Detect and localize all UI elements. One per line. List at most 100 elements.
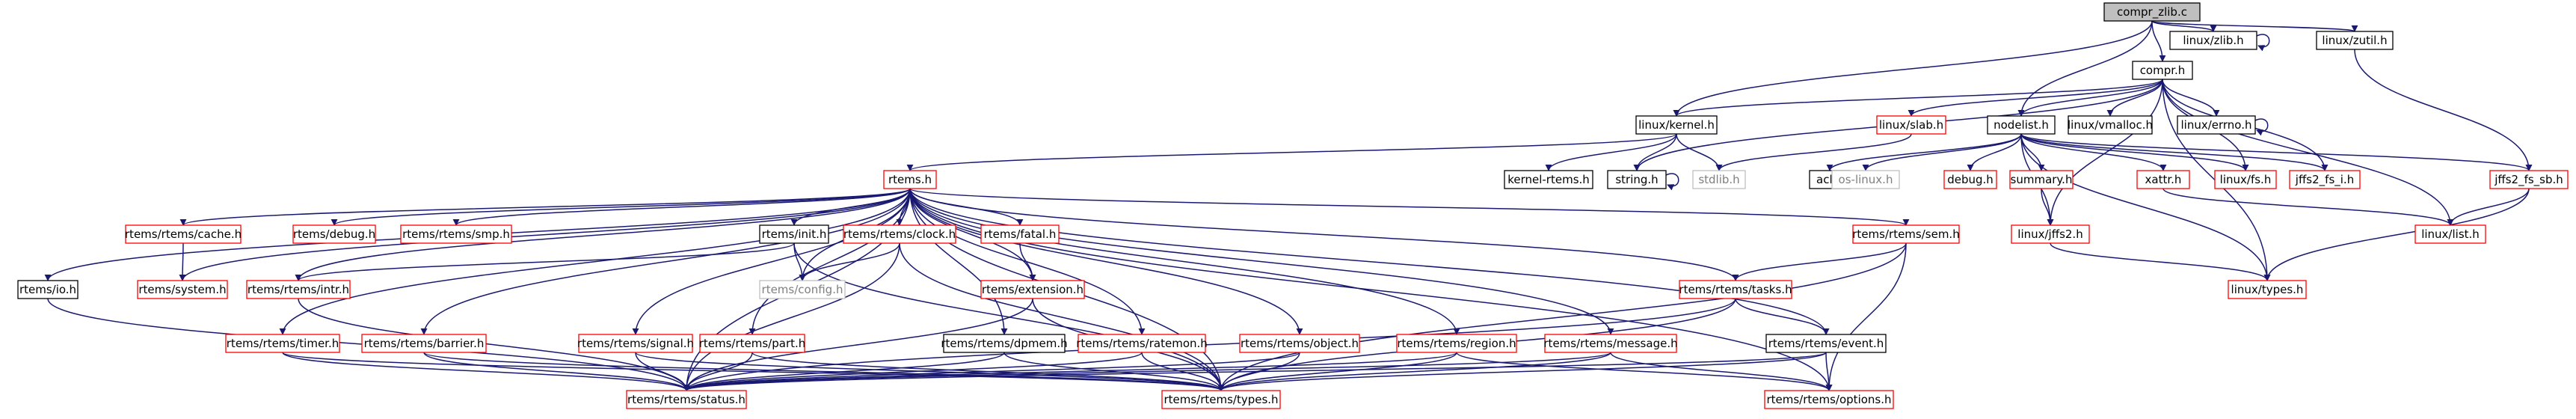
node-label: rtems/rtems/ratemon.h (1076, 337, 1208, 350)
node-rtems-rtems-clock-h[interactable]: rtems/rtems/clock.h (843, 224, 956, 244)
node-label: linux/fs.h (2220, 173, 2272, 186)
edge-linux_slab_h-to-stdlib_h (1715, 133, 1912, 171)
edge-line (1665, 173, 1679, 191)
node-nodelist-h[interactable]: nodelist.h (1987, 115, 2056, 135)
node-rtems-fatal-h[interactable]: rtems/fatal.h (980, 224, 1060, 244)
edge-line (909, 188, 1303, 335)
node-box (626, 390, 747, 409)
node-label: rtems/rtems/part.h (699, 337, 806, 350)
node-linux-fs-h[interactable]: linux/fs.h (2214, 170, 2277, 189)
edge-compr_zlib_c-to-linux_kernel_h (1673, 20, 2153, 117)
node-linux-list-h[interactable]: linux/list.h (2414, 224, 2486, 244)
node-rtems-rtems-options-h[interactable]: rtems/rtems/options.h (1764, 390, 1894, 409)
node-compr-h[interactable]: compr.h (2132, 61, 2193, 80)
node-summary-h[interactable]: summary.h (2009, 170, 2074, 189)
node-label: debug.h (1947, 173, 1994, 186)
edge-compr_h-to-linux_list_h (2162, 79, 2454, 226)
node-rtems-system-h[interactable]: rtems/system.h (137, 280, 228, 299)
node-box (2068, 115, 2153, 135)
node-linux-zutil-h[interactable]: linux/zutil.h (2316, 31, 2394, 50)
node-linux-jffs2-h[interactable]: linux/jffs2.h (2011, 224, 2090, 244)
node-box (1987, 115, 2056, 135)
edge-line (1825, 242, 1907, 391)
edge-line (1003, 352, 1225, 391)
node-linux-errno-h[interactable]: linux/errno.h (2177, 115, 2256, 135)
node-rtems-rtems-object-h[interactable]: rtems/rtems/object.h (1239, 334, 1360, 353)
node-rtems-io-h[interactable]: rtems/io.h (17, 280, 79, 299)
node-string-h[interactable]: string.h (1607, 170, 1667, 189)
edge-rtems_h-to-rtems_rtems_part_h (748, 188, 911, 335)
edge-line (1610, 352, 1833, 391)
edge-rtems_extension_h-to-rtems_rtems_status_h (683, 298, 1033, 391)
edge-line (909, 188, 1739, 281)
node-rtems-rtems-event-h[interactable]: rtems/rtems/event.h (1765, 334, 1887, 353)
node-linux-kernel-h[interactable]: linux/kernel.h (1635, 115, 1718, 135)
node-xattr-h[interactable]: xattr.h (2136, 170, 2190, 189)
edge-nodelist_h-to-jffs2_fs_sb_h (2020, 133, 2533, 171)
node-rtems-rtems-timer-h[interactable]: rtems/rtems/timer.h (225, 334, 340, 353)
edge-rtems_rtems_message_h-to-rtems_rtems_options_h (1610, 352, 1833, 391)
node-rtems-rtems-signal-h[interactable]: rtems/rtems/signal.h (577, 334, 694, 353)
edge-line (683, 242, 900, 391)
node-rtems-rtems-part-h[interactable]: rtems/rtems/part.h (699, 334, 806, 353)
edge-line (179, 188, 911, 226)
node-label: compr_zlib.c (2117, 5, 2187, 19)
node-rtems-debug-h[interactable]: rtems/debug.h (292, 224, 376, 244)
edge-line (2263, 188, 2530, 281)
node-rtems-extension-h[interactable]: rtems/extension.h (980, 280, 1085, 299)
edge-line (295, 242, 795, 281)
edge-line (1735, 298, 1830, 335)
node-rtems-init-h[interactable]: rtems/init.h (759, 224, 829, 244)
edge-rtems_rtems_barrier_h-to-rtems_rtems_status_h (423, 352, 690, 391)
node-label: rtems/rtems/clock.h (843, 227, 956, 241)
edge-rtems_rtems_tasks_h-to-rtems_rtems_event_h (1735, 298, 1830, 335)
node-rtems-config-h: rtems/config.h (759, 280, 846, 299)
node-box (1831, 170, 1900, 189)
node-jffs2-fs-sb-h[interactable]: jffs2_fs_sb.h (2489, 170, 2569, 189)
edge-line (2041, 188, 2054, 226)
node-rtems-rtems-ratemon-h[interactable]: rtems/rtems/ratemon.h (1076, 334, 1208, 353)
node-box (1635, 115, 1718, 135)
node-rtems-rtems-intr-h[interactable]: rtems/rtems/intr.h (246, 280, 351, 299)
node-label: linux/kernel.h (1638, 118, 1715, 132)
node-jffs2-fs-i-h[interactable]: jffs2_fs_i.h (2289, 170, 2361, 189)
edge-line (2447, 188, 2530, 226)
edge-line (799, 242, 900, 281)
node-box (2009, 170, 2074, 189)
edge-line (2017, 79, 2163, 117)
node-box (2214, 170, 2277, 189)
edge-nodelist_h-to-os_linux_h (1862, 133, 2022, 171)
node-rtems-rtems-region-h[interactable]: rtems/rtems/region.h (1396, 334, 1517, 353)
node-linux-vmalloc-h[interactable]: linux/vmalloc.h (2068, 115, 2153, 135)
edge-line (1217, 242, 1907, 391)
edge-line (909, 188, 1614, 335)
edge-rtems_rtems_region_h-to-rtems_rtems_options_h (1456, 352, 1833, 391)
edge-rtems_rtems_timer_h-to-rtems_rtems_types_h (282, 352, 1225, 391)
node-rtems-rtems-cache-h[interactable]: rtems/rtems/cache.h (125, 224, 242, 244)
node-rtems-rtems-smp-h[interactable]: rtems/rtems/smp.h (400, 224, 512, 244)
node-rtems-rtems-dpmem-h[interactable]: rtems/rtems/dpmem.h (941, 334, 1068, 353)
edge-rtems_rtems_tasks_h-to-rtems_rtems_status_h (683, 298, 1736, 391)
node-linux-zlib-h[interactable]: linux/zlib.h (2169, 31, 2257, 50)
edge-line (295, 188, 911, 281)
node-rtems-rtems-types-h[interactable]: rtems/rtems/types.h (1161, 390, 1281, 409)
node-rtems-rtems-message-h[interactable]: rtems/rtems/message.h (1543, 334, 1678, 353)
node-kernel-rtems-h[interactable]: kernel-rtems.h (1504, 170, 1593, 189)
node-label: jffs2_fs_sb.h (2494, 173, 2563, 187)
edge-rtems_rtems_dpmem_h-to-rtems_rtems_types_h (1003, 352, 1225, 391)
node-rtems-rtems-status-h[interactable]: rtems/rtems/status.h (626, 390, 747, 409)
node-rtems-h[interactable]: rtems.h (883, 170, 937, 189)
edge-rtems_h-to-rtems_extension_h (909, 188, 1036, 281)
node-rtems-rtems-tasks-h[interactable]: rtems/rtems/tasks.h (1679, 280, 1792, 299)
node-debug-h[interactable]: debug.h (1943, 170, 1997, 189)
node-linux-types-h[interactable]: linux/types.h (2228, 280, 2307, 299)
edge-line (420, 188, 911, 335)
edge-line (909, 188, 1036, 281)
node-linux-slab-h[interactable]: linux/slab.h (1876, 115, 1946, 135)
node-box (2132, 61, 2193, 80)
node-box (2489, 170, 2569, 189)
node-rtems-rtems-barrier-h[interactable]: rtems/rtems/barrier.h (361, 334, 487, 353)
node-rtems-rtems-sem-h[interactable]: rtems/rtems/sem.h (1852, 224, 1960, 244)
node-box (137, 280, 228, 299)
edge-rtems_init_h-to-rtems_rtems_types_h (793, 242, 1225, 391)
